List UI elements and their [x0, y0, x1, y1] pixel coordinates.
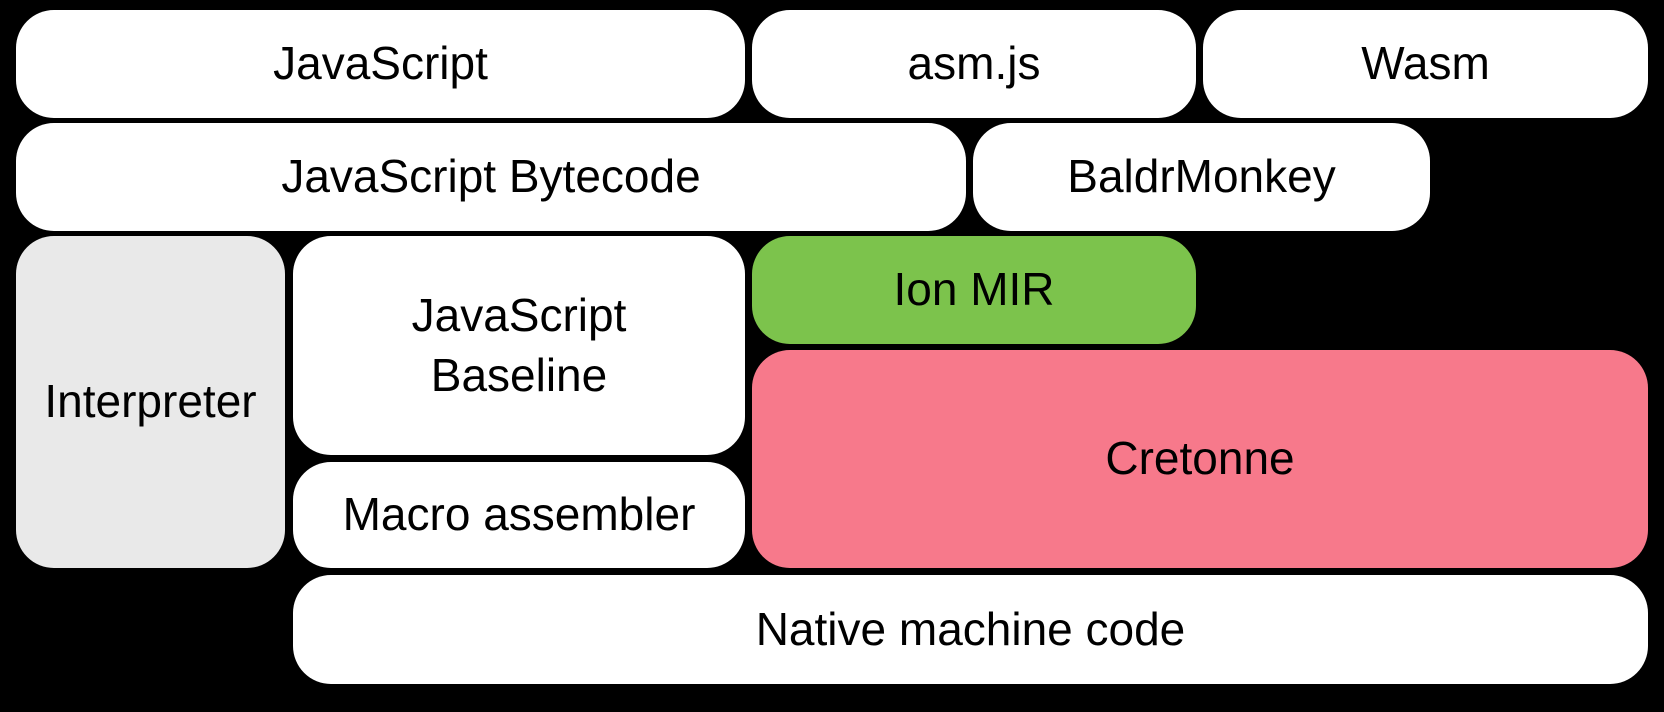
box-javascript-label: JavaScript — [273, 37, 488, 90]
box-wasm-label: Wasm — [1361, 37, 1490, 90]
box-cretonne: Cretonne — [752, 350, 1648, 568]
box-asm-js: asm.js — [752, 10, 1196, 118]
box-interpreter-label: Interpreter — [44, 375, 257, 428]
box-wasm: Wasm — [1203, 10, 1648, 118]
box-javascript-baseline: JavaScript Baseline — [293, 236, 745, 455]
box-baldrmonkey: BaldrMonkey — [973, 123, 1430, 231]
box-ion-mir: Ion MIR — [752, 236, 1196, 344]
box-javascript-bytecode: JavaScript Bytecode — [16, 123, 966, 231]
box-javascript: JavaScript — [16, 10, 745, 118]
box-interpreter: Interpreter — [16, 236, 285, 568]
box-ion-mir-label: Ion MIR — [893, 263, 1055, 316]
box-cretonne-label: Cretonne — [1105, 432, 1295, 485]
box-macro-assembler-label: Macro assembler — [342, 488, 696, 541]
box-asm-js-label: asm.js — [907, 37, 1041, 90]
box-macro-assembler: Macro assembler — [293, 462, 745, 568]
box-native-machine-code-label: Native machine code — [755, 602, 1186, 655]
box-native-machine-code: Native machine code — [293, 575, 1648, 684]
box-javascript-baseline-label: JavaScript Baseline — [411, 288, 627, 401]
box-javascript-bytecode-label: JavaScript Bytecode — [281, 150, 701, 203]
box-baldrmonkey-label: BaldrMonkey — [1067, 150, 1336, 203]
